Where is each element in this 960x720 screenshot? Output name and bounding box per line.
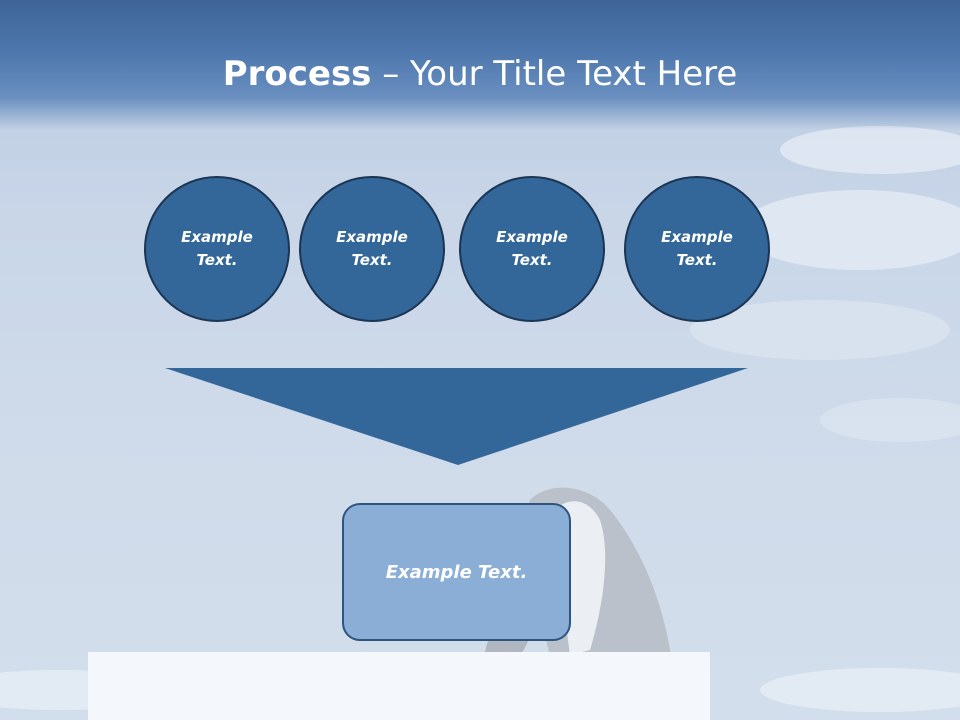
circle-2-line2: Text.	[351, 251, 393, 269]
circle-1-line2: Text.	[196, 251, 238, 269]
funnel-triangle	[165, 368, 748, 465]
circle-3-line2: Text.	[511, 251, 553, 269]
circle-2-line1: Example	[336, 228, 408, 246]
title-strong: Process	[222, 54, 372, 94]
header-band	[0, 0, 960, 130]
title-rest: – Your Title Text Here	[371, 54, 738, 94]
slide-title: Process – Your Title Text Here	[0, 52, 960, 96]
result-box-text: Example Text.	[385, 561, 528, 583]
result-box: Example Text.	[342, 503, 571, 641]
circle-4-line1: Example	[661, 228, 733, 246]
base-panel	[88, 652, 710, 720]
circle-4-line2: Text.	[676, 251, 718, 269]
circle-3-line1: Example	[496, 228, 568, 246]
circle-1-line1: Example	[181, 228, 253, 246]
